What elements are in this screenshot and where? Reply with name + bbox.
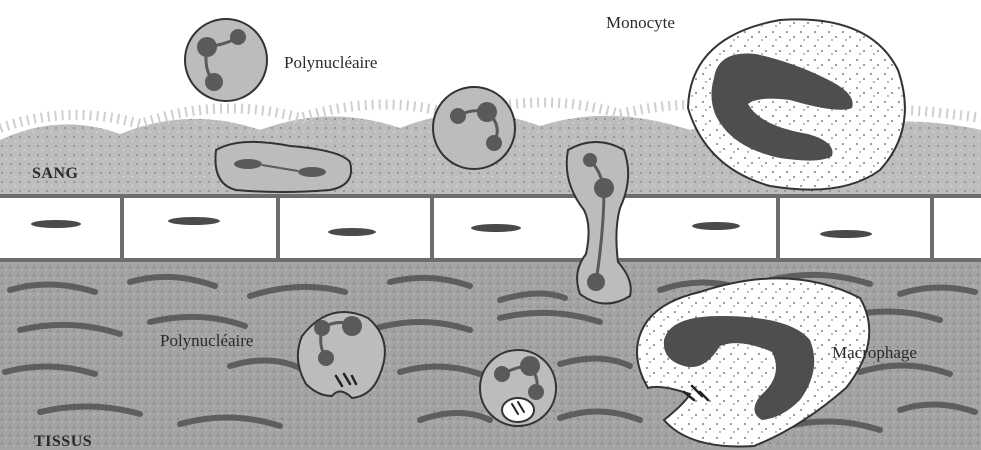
- label-monocyte: Monocyte: [606, 13, 675, 32]
- endothelial-cell-border: [276, 196, 280, 260]
- cell-nucleus-lobe: [298, 167, 326, 177]
- endothelial-cell-border: [930, 196, 934, 260]
- endothelial-nucleus: [692, 222, 740, 230]
- endothelial-nucleus: [328, 228, 376, 236]
- endothelial-cell-border: [430, 196, 434, 260]
- cell-nucleus-lobe: [234, 159, 262, 169]
- label-tissus: TISSUS: [34, 433, 92, 450]
- endothelial-cell-border: [120, 196, 124, 260]
- polynuclear-cell-adhering: [433, 87, 515, 169]
- label-polynucleaire-tissue: Polynucléaire: [160, 331, 253, 350]
- label-macrophage: Macrophage: [832, 343, 917, 362]
- endothelial-nucleus: [168, 217, 220, 225]
- endothelial-nucleus: [31, 220, 81, 228]
- endothelial-cell-border: [776, 196, 780, 260]
- label-polynucleaire-top: Polynucléaire: [284, 53, 377, 72]
- polynuclear-cell-circulating: [185, 19, 267, 101]
- label-sang: SANG: [32, 165, 79, 182]
- polynuclear-cell-phagocytosis: [480, 350, 556, 426]
- endothelial-nucleus: [820, 230, 872, 238]
- polynuclear-cell-tissue: [298, 312, 385, 398]
- endothelium-layer: [0, 194, 981, 262]
- endothelial-nucleus: [471, 224, 521, 232]
